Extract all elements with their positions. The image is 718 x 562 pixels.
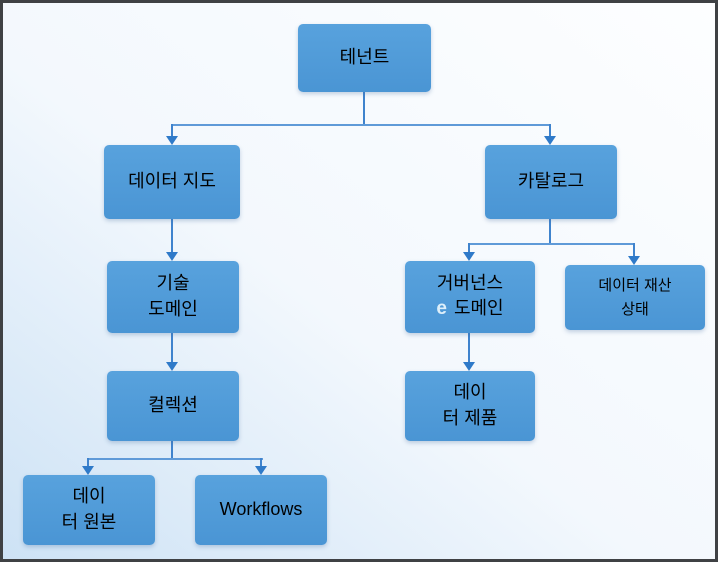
connector-line: [171, 124, 551, 126]
arrowhead-down-icon: [463, 252, 475, 261]
arrowhead-down-icon: [166, 252, 178, 261]
node-data-product: 데이 터 제품: [405, 371, 535, 441]
connector-line: [171, 219, 173, 254]
connector-line: [87, 458, 89, 467]
node-data-source-label-line2: 터 원본: [61, 512, 117, 532]
connector-line: [468, 243, 635, 245]
connector-line: [468, 333, 470, 363]
node-tech-domain-label-line2: 도메인: [148, 299, 198, 319]
node-data-product-label-line2: 터 제품: [442, 408, 498, 428]
connector-line: [549, 219, 551, 244]
node-collection: 컬렉션: [107, 371, 239, 441]
connector-line: [633, 243, 635, 257]
connector-line: [260, 458, 262, 467]
node-governance-domain-label-line2: e 도메인: [436, 296, 503, 323]
governance-accent-e: e: [436, 298, 447, 320]
node-tenant-label: 테넌트: [339, 47, 390, 68]
node-data-source: 데이 터 원본: [23, 475, 155, 545]
connector-line: [87, 458, 263, 460]
node-collection-label: 컬렉션: [148, 395, 198, 416]
node-catalog: 카탈로그: [485, 145, 617, 219]
arrowhead-down-icon: [463, 362, 475, 371]
arrowhead-down-icon: [628, 256, 640, 265]
node-data-asset-state-label-line2: 상태: [621, 300, 649, 318]
governance-line2-rest: 도메인: [453, 298, 504, 319]
arrowhead-down-icon: [255, 466, 267, 475]
node-data-map-label: 데이터 지도: [128, 171, 216, 192]
node-tenant: 테넌트: [298, 24, 431, 92]
node-tech-domain: 기술 도메인: [107, 261, 239, 333]
node-governance-domain-label-line1: 거버넌스: [436, 272, 504, 293]
node-catalog-label: 카탈로그: [517, 171, 585, 192]
arrowhead-down-icon: [166, 136, 178, 145]
connector-line: [363, 92, 365, 125]
node-data-asset-state-label-line1: 데이터 재산: [598, 277, 672, 295]
connector-line: [468, 243, 470, 253]
node-governance-domain: 거버넌스 e 도메인: [405, 261, 535, 333]
arrowhead-down-icon: [166, 362, 178, 371]
connector-line: [171, 333, 173, 363]
connector-line: [171, 124, 173, 138]
node-data-asset-state: 데이터 재산 상태: [565, 265, 705, 330]
arrowhead-down-icon: [82, 466, 94, 475]
node-data-product-label-line1: 데이: [453, 382, 487, 403]
connector-line: [171, 441, 173, 459]
node-data-map: 데이터 지도: [104, 145, 240, 219]
node-workflows-label: Workflows: [219, 499, 303, 520]
node-data-source-label-line1: 데이: [72, 486, 106, 507]
node-workflows: Workflows: [195, 475, 327, 545]
arrowhead-down-icon: [544, 136, 556, 145]
node-tech-domain-label-line1: 기술: [156, 273, 190, 294]
connector-line: [549, 124, 551, 138]
